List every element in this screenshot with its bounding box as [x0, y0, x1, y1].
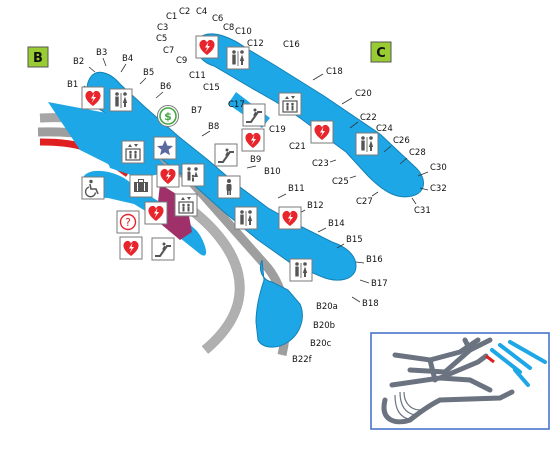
- gate-b12[interactable]: B12: [307, 201, 324, 211]
- aed-heart-icon[interactable]: [278, 206, 302, 230]
- gate-c20[interactable]: C20: [355, 89, 372, 99]
- gate-b11[interactable]: B11: [288, 184, 305, 194]
- gate-c1[interactable]: C1: [166, 12, 177, 22]
- escalator-icon[interactable]: [242, 103, 266, 127]
- gate-b10[interactable]: B10: [264, 167, 281, 177]
- gate-c6[interactable]: C6: [212, 14, 223, 24]
- help-question-icon[interactable]: [116, 210, 140, 234]
- aed-heart-icon[interactable]: [81, 86, 105, 110]
- gate-c25[interactable]: C25: [332, 177, 349, 187]
- gate-c30[interactable]: C30: [430, 163, 447, 173]
- gate-b5[interactable]: B5: [143, 68, 154, 78]
- concourse-c-badge: [370, 41, 392, 63]
- concourse-b-lower-wing: [83, 170, 207, 256]
- connector-bridge: [156, 184, 192, 240]
- gate-b22f[interactable]: B22f: [292, 355, 313, 365]
- wheelchair-icon[interactable]: [81, 176, 105, 200]
- gate-b20a[interactable]: B20a: [316, 302, 338, 312]
- gate-c31[interactable]: C31: [414, 206, 431, 216]
- gate-b2[interactable]: B2: [73, 57, 84, 67]
- aed-heart-icon[interactable]: [119, 236, 143, 260]
- gate-b17[interactable]: B17: [371, 279, 388, 289]
- gate-c15[interactable]: C15: [203, 83, 220, 93]
- gate-c21[interactable]: C21: [289, 142, 306, 152]
- gate-c23[interactable]: C23: [312, 159, 329, 169]
- concourse-b-label: B: [33, 51, 43, 66]
- gate-c7[interactable]: C7: [163, 46, 174, 56]
- gate-b3[interactable]: B3: [96, 48, 107, 58]
- overview-inset-map: [370, 332, 550, 430]
- attendant-icon[interactable]: [217, 175, 241, 199]
- gate-c27[interactable]: C27: [356, 197, 373, 207]
- gate-b16[interactable]: B16: [366, 255, 383, 265]
- gate-c5[interactable]: C5: [156, 34, 167, 44]
- concourse-b-badge: [27, 46, 49, 68]
- baggage-icon[interactable]: [129, 174, 153, 198]
- concourse-c-building[interactable]: [196, 33, 424, 198]
- gate-b20c[interactable]: B20c: [310, 339, 332, 349]
- gate-c24[interactable]: C24: [376, 124, 393, 134]
- gate-c19[interactable]: C19: [269, 125, 286, 135]
- gate-b20b[interactable]: B20b: [313, 321, 335, 331]
- elevator-icon[interactable]: [121, 140, 145, 164]
- inset-terminal-outline: [381, 337, 515, 425]
- gate-c28[interactable]: C28: [409, 148, 426, 158]
- aed-heart-icon[interactable]: [144, 201, 168, 225]
- escalator-icon[interactable]: [214, 143, 238, 167]
- aed-heart-icon[interactable]: [195, 35, 219, 59]
- inset-roads: [394, 391, 421, 421]
- gate-c12[interactable]: C12: [247, 39, 264, 49]
- gate-b9[interactable]: B9: [250, 155, 261, 165]
- restroom-icon[interactable]: [226, 46, 250, 70]
- gate-b15[interactable]: B15: [346, 235, 363, 245]
- gate-c4[interactable]: C4: [196, 7, 207, 17]
- elevator-icon[interactable]: [174, 193, 198, 217]
- gate-labels: C1 C2 C3 C4 C5 C6 C7 C8 C9 C10 C11 C12 C…: [67, 7, 447, 365]
- escalator-icon[interactable]: [151, 237, 175, 261]
- gate-c10[interactable]: C10: [235, 27, 252, 37]
- restroom-icon[interactable]: [355, 132, 379, 156]
- aed-heart-icon[interactable]: [241, 128, 265, 152]
- gate-c16[interactable]: C16: [283, 40, 300, 50]
- restroom-icon[interactable]: [234, 206, 258, 230]
- restroom-icon[interactable]: [109, 88, 133, 112]
- gate-b4[interactable]: B4: [122, 54, 133, 64]
- gate-c2[interactable]: C2: [179, 7, 190, 17]
- gate-b7[interactable]: B7: [191, 106, 202, 116]
- gate-b14[interactable]: B14: [328, 219, 345, 229]
- currency-exchange-icon[interactable]: [156, 104, 180, 128]
- gate-b18[interactable]: B18: [362, 299, 379, 309]
- elevator-icon[interactable]: [278, 92, 302, 116]
- gate-b6[interactable]: B6: [160, 82, 171, 92]
- gate-c3[interactable]: C3: [157, 23, 168, 33]
- information-icon[interactable]: [153, 136, 177, 160]
- concourse-c-label: C: [376, 46, 386, 61]
- aed-heart-icon[interactable]: [156, 164, 180, 188]
- gate-b8[interactable]: B8: [208, 122, 219, 132]
- gate-c26[interactable]: C26: [393, 136, 410, 146]
- restroom-icon[interactable]: [289, 258, 313, 282]
- gate-c17[interactable]: C17: [228, 100, 245, 110]
- inset-active-tram: [485, 354, 495, 364]
- aed-heart-icon[interactable]: [310, 120, 334, 144]
- gate-c11[interactable]: C11: [189, 71, 206, 81]
- gate-c32[interactable]: C32: [430, 184, 447, 194]
- gate-c18[interactable]: C18: [326, 67, 343, 77]
- inset-highlight-concourses: [490, 340, 547, 387]
- family-restroom-icon[interactable]: [181, 163, 205, 187]
- gate-b1[interactable]: B1: [67, 80, 78, 90]
- gate-c22[interactable]: C22: [360, 113, 377, 123]
- concourse-b-south-arm[interactable]: [255, 259, 303, 348]
- gate-c9[interactable]: C9: [176, 56, 187, 66]
- gate-c8[interactable]: C8: [223, 23, 234, 33]
